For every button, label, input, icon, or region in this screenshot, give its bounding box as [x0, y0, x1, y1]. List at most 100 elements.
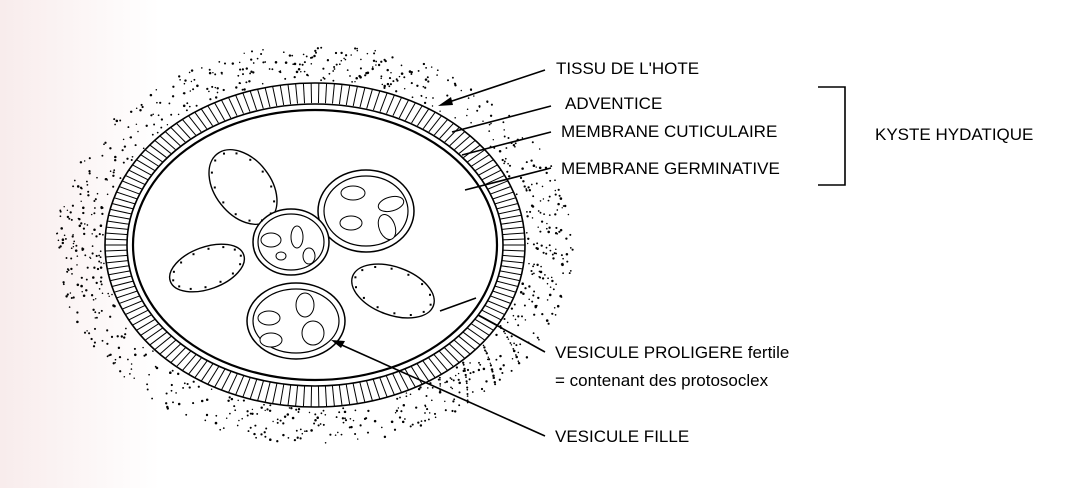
stipple-dot [373, 52, 375, 54]
stipple-dot [201, 67, 203, 69]
stipple-dot [72, 235, 74, 237]
stipple-dot [99, 233, 101, 235]
stipple-dot [113, 118, 115, 120]
stipple-dot [465, 376, 467, 378]
stipple-dot [522, 292, 525, 295]
hooklet [423, 311, 425, 313]
stipple-dot [97, 193, 99, 195]
stipple-dot [93, 228, 96, 231]
stipple-dot [543, 252, 545, 254]
stipple-dot [515, 142, 517, 144]
stipple-dot [555, 194, 557, 196]
stipple-dot [458, 373, 459, 374]
stipple-dot [93, 345, 95, 347]
stipple-dot [114, 159, 116, 161]
hooklet [232, 273, 234, 275]
stipple-dot [243, 88, 245, 90]
stipple-dot [367, 72, 370, 75]
stipple-dot [92, 309, 94, 311]
stipple-dot [300, 71, 301, 72]
stipple-dot [191, 69, 193, 71]
stipple-dot [212, 72, 213, 73]
stipple-dot [247, 415, 249, 417]
stipple-dot [472, 391, 474, 393]
stipple-dot [338, 411, 340, 413]
stipple-dot [291, 55, 293, 57]
stipple-dot [245, 81, 247, 83]
stipple-dot [196, 85, 199, 88]
stipple-dot [561, 254, 563, 256]
stipple-dot [550, 165, 552, 167]
stipple-dot [439, 377, 441, 379]
stipple-dot [166, 406, 168, 408]
stipple-dot [294, 63, 297, 66]
stipple-dot [254, 425, 256, 427]
hooklet [234, 249, 236, 251]
stipple-dot [454, 410, 456, 412]
stipple-dot [491, 371, 493, 373]
stipple-dot [450, 386, 452, 388]
stipple-dot [242, 68, 244, 70]
hooklet [249, 159, 251, 161]
stipple-dot [102, 340, 104, 342]
stipple-dot [458, 404, 460, 406]
stipple-dot [343, 422, 345, 424]
stipple-dot [546, 228, 548, 230]
stipple-dot [537, 297, 539, 299]
stipple-dot [73, 296, 75, 298]
stipple-dot [466, 389, 468, 391]
hooklet [430, 304, 432, 306]
stipple-dot [531, 301, 533, 303]
arrow-tissu-hote [443, 70, 545, 104]
stipple-dot [403, 404, 406, 407]
stipple-dot [135, 144, 137, 146]
stipple-dot [304, 61, 306, 63]
stipple-dot [488, 358, 490, 360]
stipple-dot [466, 382, 468, 384]
stipple-dot [427, 387, 429, 389]
stipple-dot [71, 297, 73, 299]
stipple-dot [335, 434, 337, 436]
stipple-dot [425, 97, 427, 99]
stipple-dot [224, 62, 226, 64]
stipple-dot [533, 291, 535, 293]
stipple-dot [192, 88, 194, 90]
stipple-dot [217, 92, 219, 94]
stipple-dot [404, 88, 405, 89]
stipple-dot [515, 356, 518, 359]
stipple-dot [562, 258, 564, 260]
stipple-dot [83, 228, 85, 230]
stipple-dot [431, 399, 433, 401]
stipple-dot [334, 68, 336, 70]
stipple-dot [481, 388, 483, 390]
stipple-dot [285, 61, 288, 64]
stipple-dot [530, 159, 532, 161]
stipple-dot [100, 224, 103, 227]
stipple-dot [91, 214, 92, 215]
stipple-dot [439, 385, 440, 386]
stipple-dot [372, 66, 374, 68]
stipple-dot [518, 362, 520, 364]
stipple-dot [458, 382, 461, 385]
stipple-dot [314, 419, 317, 422]
label-membrane-cuticulaire: MEMBRANE CUTICULAIRE [561, 123, 777, 140]
stipple-dot [113, 171, 115, 173]
stipple-dot [540, 212, 542, 214]
stipple-dot [153, 124, 155, 126]
stipple-dot [304, 71, 306, 73]
stipple-dot [391, 421, 394, 424]
stipple-dot [536, 264, 538, 266]
stipple-dot [134, 348, 136, 350]
stipple-dot [549, 294, 552, 297]
stipple-dot [122, 149, 124, 151]
stipple-dot [522, 180, 524, 182]
stipple-dot [256, 413, 258, 415]
stipple-dot [189, 386, 191, 388]
stipple-dot [412, 96, 414, 98]
stipple-dot [239, 62, 241, 64]
stipple-dot [367, 432, 369, 434]
stipple-dot [190, 90, 192, 92]
stipple-dot [150, 94, 153, 97]
stipple-dot [72, 185, 74, 187]
stipple-dot [95, 317, 97, 319]
